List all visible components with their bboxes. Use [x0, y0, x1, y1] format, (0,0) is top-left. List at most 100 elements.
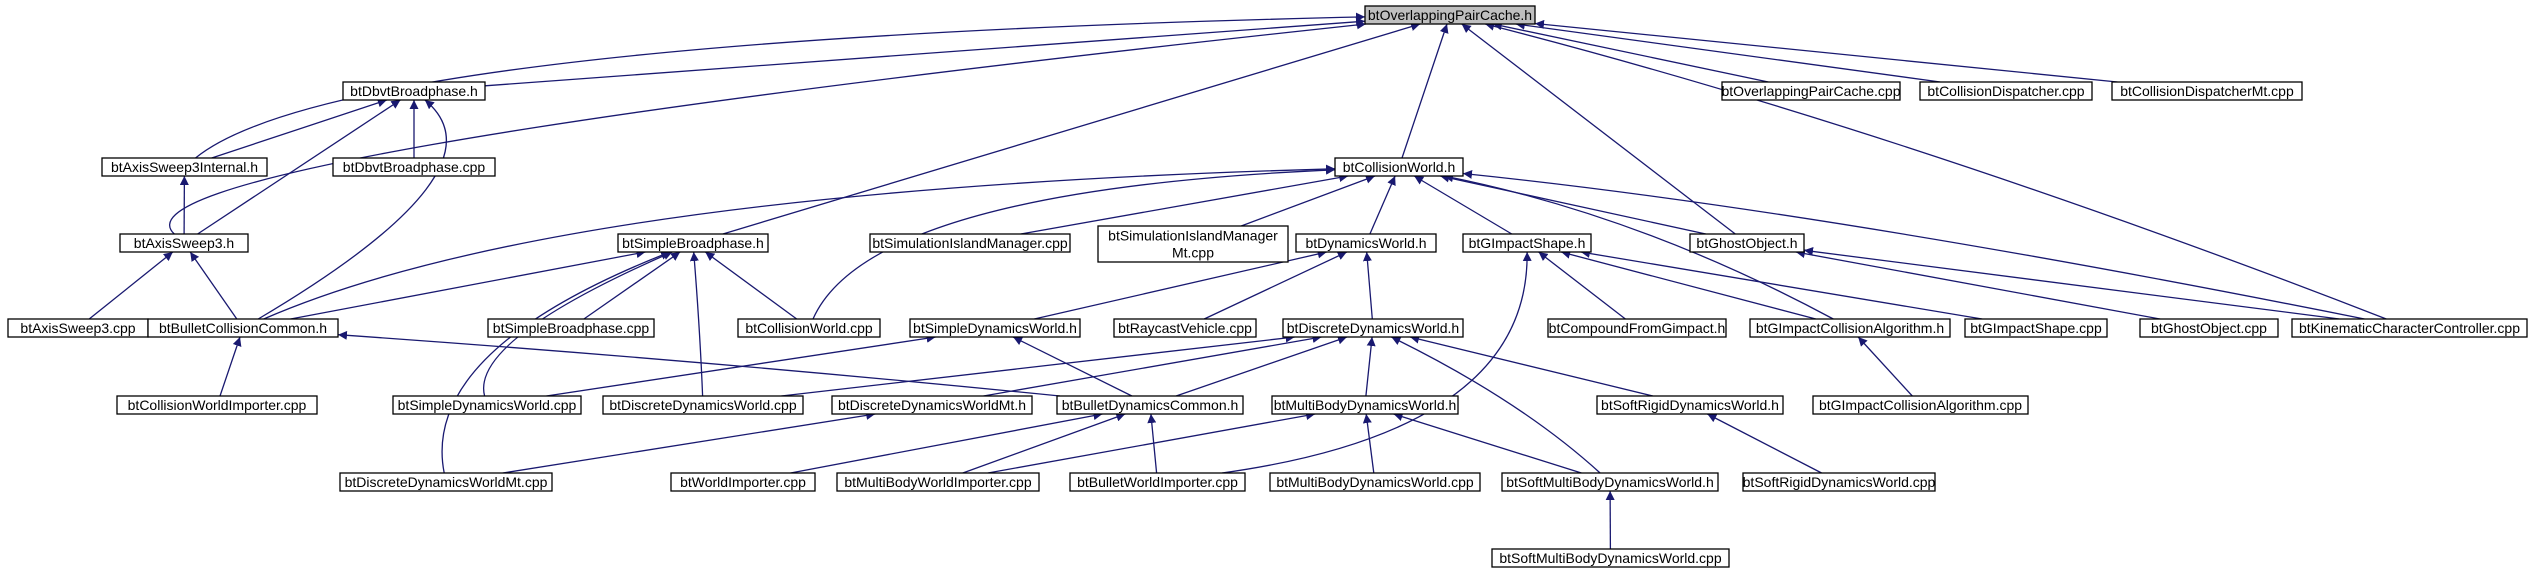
- node-box: [1596, 395, 1784, 415]
- file-node[interactable]: btMultiBodyDynamicsWorld.h: [1271, 395, 1459, 415]
- file-node[interactable]: btSoftMultiBodyDynamicsWorld.h: [1501, 472, 1719, 492]
- dependency-edge: [1362, 413, 1375, 474]
- node-box: [332, 157, 496, 177]
- file-node[interactable]: btBulletDynamicsCommon.h: [1056, 395, 1244, 415]
- dependency-edge: [502, 410, 876, 474]
- dependency-edge: [1857, 336, 1913, 397]
- file-node[interactable]: btGhostObject.cpp: [2139, 318, 2279, 338]
- file-node[interactable]: btSoftRigidDynamicsWorld.cpp: [1742, 472, 1936, 492]
- node-label: btOverlappingPairCache.h: [1368, 7, 1532, 23]
- file-node[interactable]: btDiscreteDynamicsWorld.h: [1282, 318, 1464, 338]
- dependency-edge: [1034, 249, 1327, 320]
- node-label: btCollisionWorld.h: [1343, 159, 1456, 175]
- node-label: btGImpactShape.cpp: [1970, 320, 2102, 336]
- dependency-edge: [337, 330, 1061, 397]
- file-node[interactable]: btOverlappingPairCache.cpp: [1721, 81, 1901, 101]
- node-label: btCompoundFromGimpact.h: [1549, 320, 1726, 336]
- file-node[interactable]: btCollisionWorldImporter.cpp: [116, 395, 318, 415]
- file-node[interactable]: btCollisionDispatcherMt.cpp: [2111, 81, 2303, 101]
- node-box: [116, 395, 318, 415]
- node-box: [487, 318, 655, 338]
- file-node[interactable]: btWorldImporter.cpp: [670, 472, 816, 492]
- dependency-edge: [1203, 251, 1348, 320]
- dependency-edge: [219, 336, 242, 397]
- node-box: [1547, 318, 1727, 338]
- file-node[interactable]: btDynamicsWorld.h: [1295, 233, 1437, 253]
- dependency-edge: [1413, 175, 1513, 235]
- node-box: [2291, 318, 2528, 338]
- file-node[interactable]: btGImpactCollisionAlgorithm.h: [1749, 318, 1951, 338]
- file-node[interactable]: btGImpactCollisionAlgorithm.cpp: [1812, 395, 2029, 415]
- file-node[interactable]: btCollisionWorld.h: [1334, 157, 1464, 177]
- dependency-edge: [1391, 336, 1601, 474]
- file-node[interactable]: btRaycastVehicle.cpp: [1113, 318, 1257, 338]
- file-node[interactable]: btCompoundFromGimpact.h: [1547, 318, 1727, 338]
- node-box: [670, 472, 816, 492]
- dependency-edge: [1362, 251, 1373, 320]
- file-node[interactable]: btDiscreteDynamicsWorldMt.cpp: [339, 472, 553, 492]
- node-label: btDiscreteDynamicsWorld.h: [1287, 320, 1459, 336]
- file-node[interactable]: btAxisSweep3Internal.h: [101, 157, 268, 177]
- dependency-edge: [689, 251, 704, 397]
- node-box: [1271, 395, 1459, 415]
- dependency-edge: [169, 20, 1366, 235]
- node-box: [1721, 81, 1901, 101]
- node-label: btBulletDynamicsCommon.h: [1062, 397, 1239, 413]
- file-node[interactable]: btSoftMultiBodyDynamicsWorld.cpp: [1491, 548, 1730, 568]
- file-node[interactable]: btAxisSweep3.cpp: [7, 318, 149, 338]
- file-node[interactable]: btBulletCollisionCommon.h: [147, 318, 339, 338]
- node-label: btGImpactCollisionAlgorithm.cpp: [1819, 397, 2022, 413]
- dependency-edge: [1444, 173, 1834, 320]
- file-node[interactable]: btMultiBodyDynamicsWorld.cpp: [1269, 472, 1481, 492]
- node-box: [2111, 81, 2303, 101]
- dependency-edge: [484, 17, 1366, 87]
- edge-layer: [88, 12, 2387, 550]
- file-node[interactable]: btDiscreteDynamicsWorldMt.h: [831, 395, 1033, 415]
- node-label: btMultiBodyDynamicsWorld.h: [1274, 397, 1457, 413]
- node-label: btCollisionWorldImporter.cpp: [128, 397, 307, 413]
- file-node[interactable]: btBulletWorldImporter.cpp: [1069, 472, 1246, 492]
- node-box: [831, 395, 1033, 415]
- file-node[interactable]: btDiscreteDynamicsWorld.cpp: [602, 395, 804, 415]
- file-node[interactable]: btSoftRigidDynamicsWorld.h: [1596, 395, 1784, 415]
- node-label: btDbvtBroadphase.cpp: [343, 159, 486, 175]
- file-node[interactable]: btGhostObject.h: [1689, 233, 1805, 253]
- file-node[interactable]: btMultiBodyWorldImporter.cpp: [836, 472, 1040, 492]
- node-box: [617, 233, 769, 253]
- file-node[interactable]: btAxisSweep3.h: [119, 233, 249, 253]
- file-node[interactable]: btDbvtBroadphase.cpp: [332, 157, 496, 177]
- file-node[interactable]: btSimpleBroadphase.h: [617, 233, 769, 253]
- node-box: [1749, 318, 1951, 338]
- node-label: btDiscreteDynamicsWorldMt.cpp: [345, 474, 548, 490]
- dependency-edge: [290, 249, 646, 320]
- file-node[interactable]: btSimpleDynamicsWorld.cpp: [392, 395, 582, 415]
- node-box: [2139, 318, 2279, 338]
- file-node[interactable]: btGImpactShape.cpp: [1964, 318, 2108, 338]
- dependency-edge: [1409, 334, 1654, 397]
- node-label: btGImpactCollisionAlgorithm.h: [1756, 320, 1944, 336]
- dependency-edge: [1393, 412, 1582, 474]
- dependency-edge: [962, 412, 1126, 474]
- file-node[interactable]: btCollisionDispatcher.cpp: [1919, 81, 2093, 101]
- node-box: [119, 233, 249, 253]
- dependency-edge: [1461, 23, 1736, 235]
- node-label: btAxisSweep3.cpp: [20, 320, 135, 336]
- node-label: btRaycastVehicle.cpp: [1118, 320, 1252, 336]
- file-node[interactable]: btSimulationIslandManager.cpp: [869, 233, 1071, 253]
- node-label: btDiscreteDynamicsWorld.cpp: [609, 397, 796, 413]
- file-node[interactable]: btSimpleBroadphase.cpp: [487, 318, 655, 338]
- file-node[interactable]: btKinematicCharacterController.cpp: [2291, 318, 2528, 338]
- node-box: [1295, 233, 1437, 253]
- dependency-edge: [1365, 336, 1376, 397]
- node-label: btCollisionDispatcher.cpp: [1927, 83, 2084, 99]
- dependency-edge: [546, 333, 936, 397]
- file-node[interactable]: btSimpleDynamicsWorld.h: [909, 318, 1081, 338]
- node-box: [1964, 318, 2108, 338]
- node-box: [1462, 233, 1592, 253]
- node-label: btDynamicsWorld.h: [1305, 235, 1426, 251]
- file-node[interactable]: btGImpactShape.h: [1462, 233, 1592, 253]
- file-node[interactable]: btDbvtBroadphase.h: [342, 81, 486, 101]
- file-node[interactable]: btCollisionWorld.cpp: [737, 318, 881, 338]
